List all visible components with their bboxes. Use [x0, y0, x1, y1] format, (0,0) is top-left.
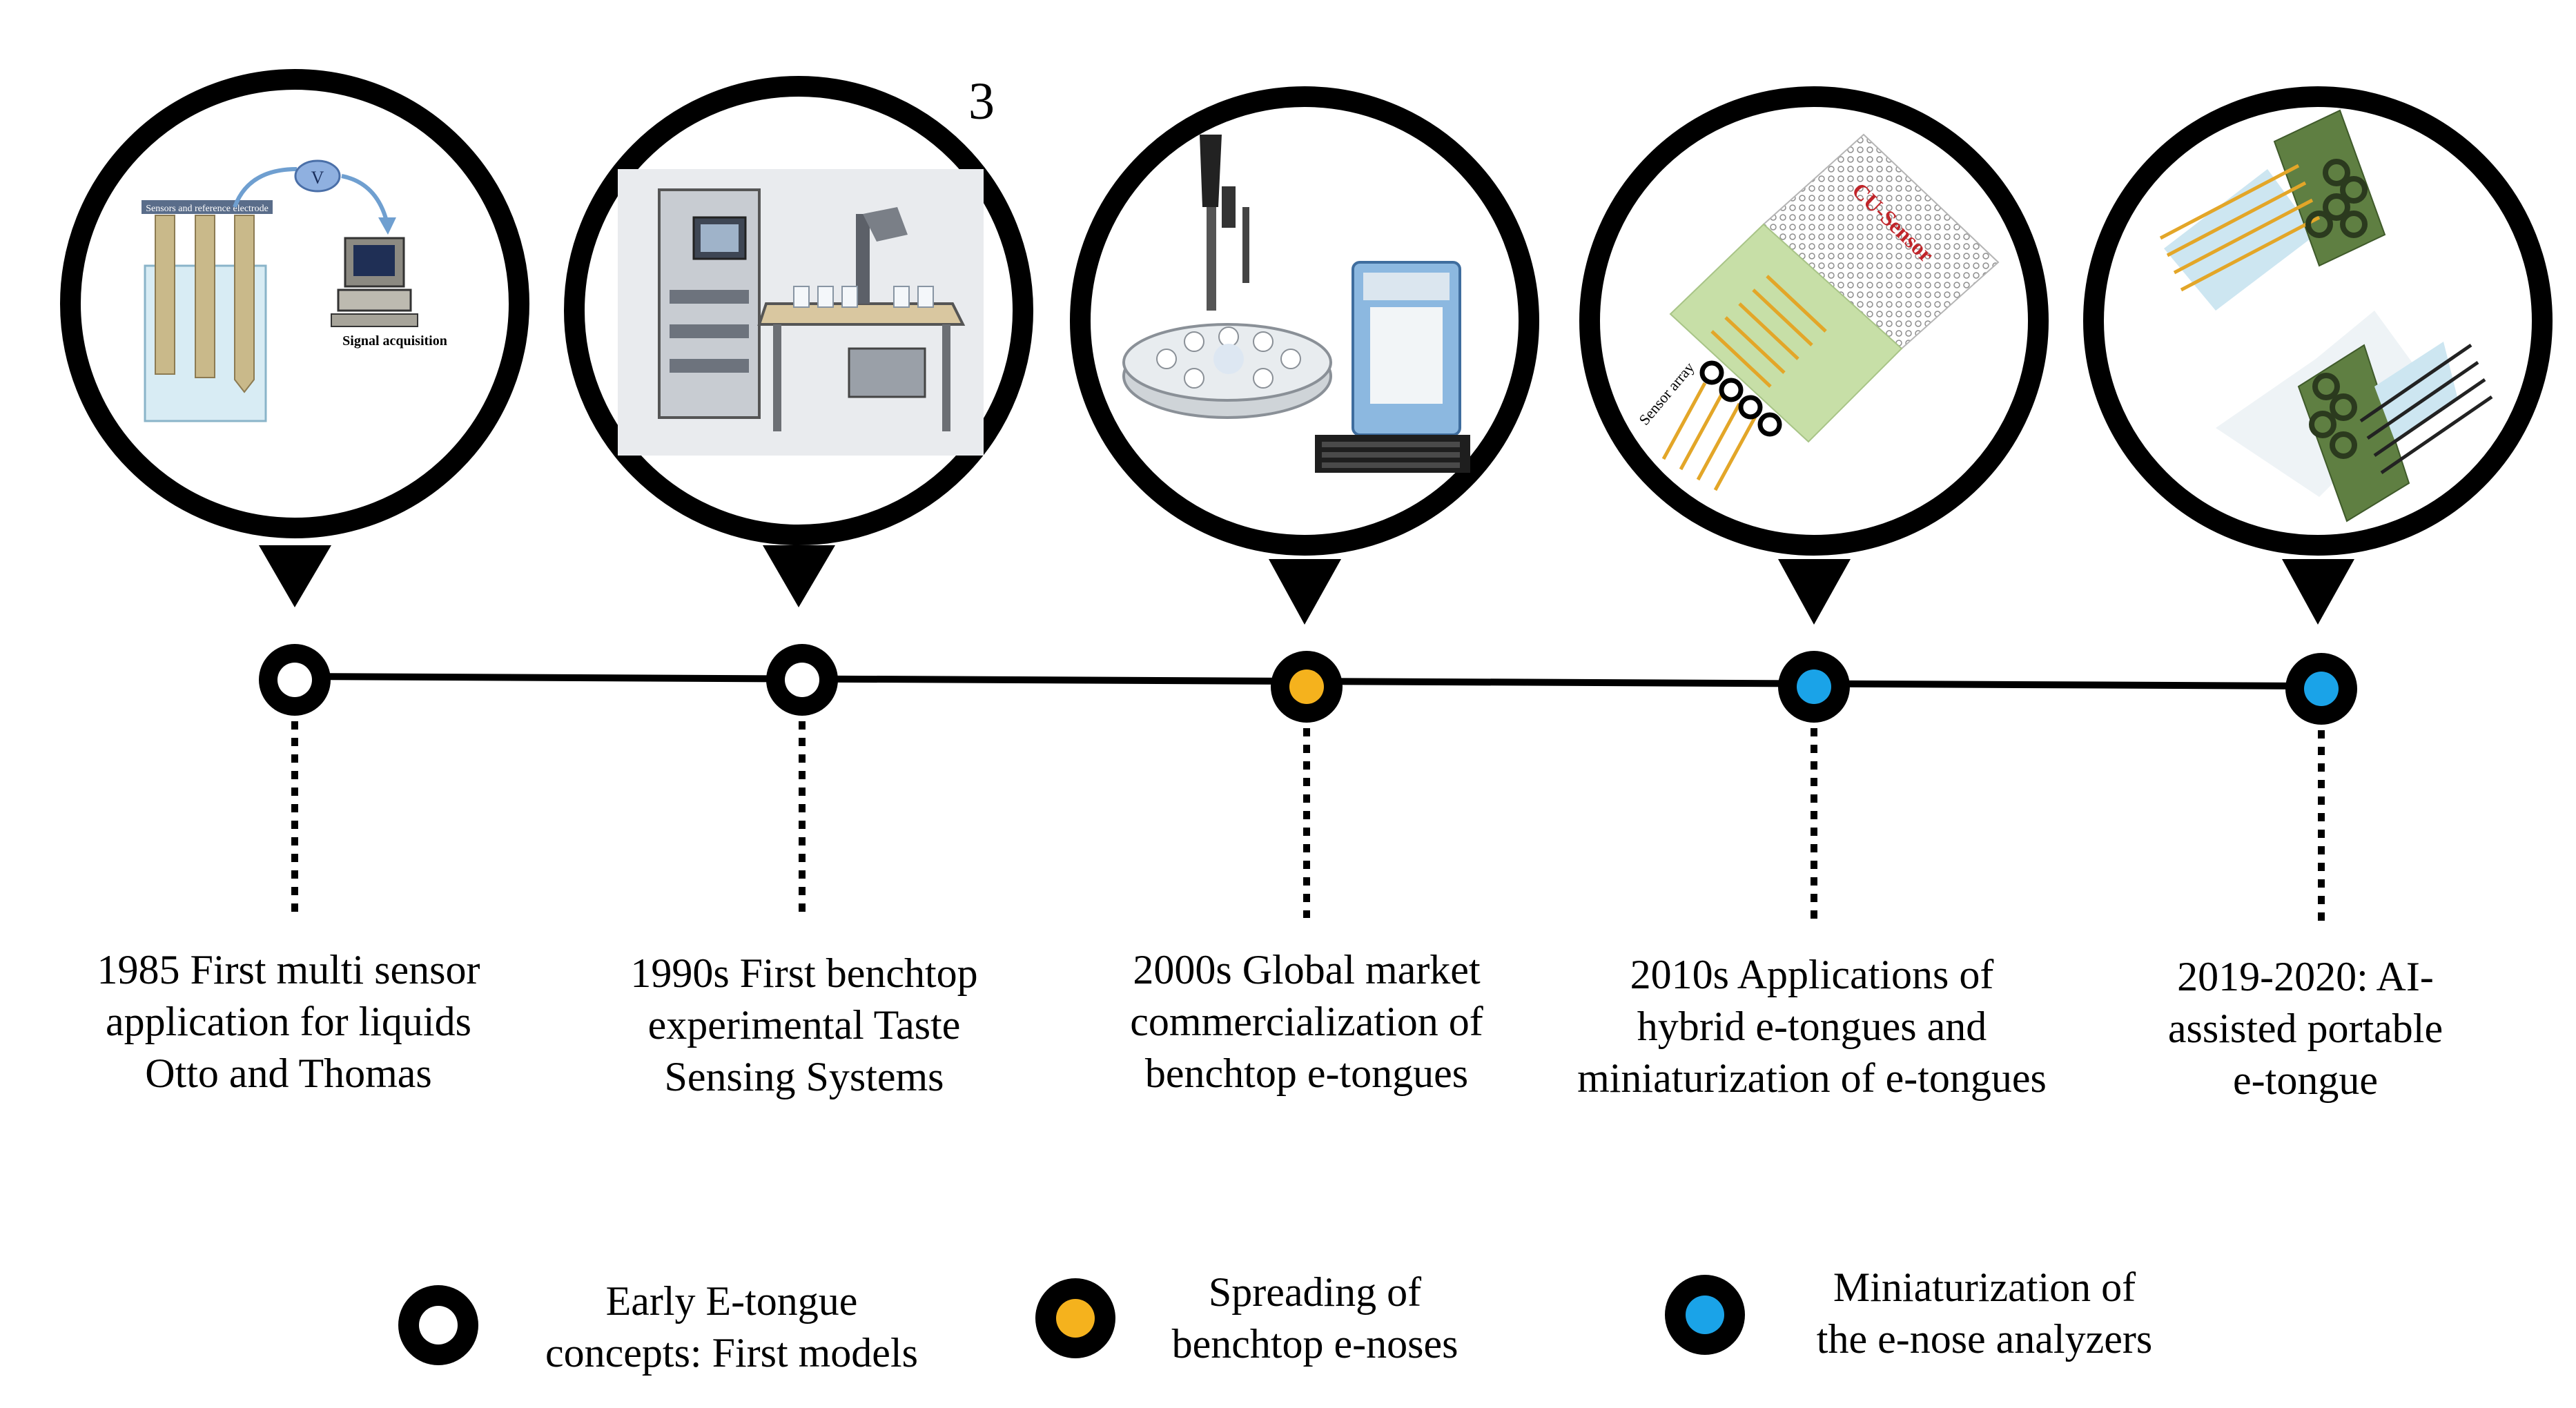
callout-pointer — [259, 545, 331, 607]
caption-line: 2000s Global market — [1133, 947, 1481, 993]
callout-pointer — [2282, 559, 2354, 625]
marker-inner-miniaturization — [1797, 669, 1831, 704]
voltage-label: V — [311, 168, 324, 188]
legend-label: Miniaturization of — [1833, 1264, 2136, 1310]
legend-label: benchtop e-noses — [1172, 1321, 1458, 1367]
legend-item-spreading: Spreading of benchtop e-noses — [1035, 1269, 1458, 1367]
legend-item-miniaturization: Miniaturization of the e-nose analyzers — [1665, 1264, 2152, 1362]
marker-inner-spreading — [1289, 669, 1324, 704]
caption-line: assisted portable — [2168, 1006, 2443, 1051]
callout-pointer — [763, 545, 835, 607]
caption-line: 2019-2020: AI- — [2177, 954, 2434, 999]
legend-marker-inner — [1056, 1299, 1095, 1338]
legend: Early E-tongue concepts: First models Sp… — [398, 1264, 2152, 1376]
caption-line: Sensing Systems — [664, 1054, 944, 1099]
caption-line: hybrid e-tongues and — [1637, 1004, 1987, 1049]
caption-line: Otto and Thomas — [145, 1050, 432, 1096]
caption-line: commercialization of — [1130, 999, 1483, 1044]
electrode-setup-illustration: Sensors and reference electrode V Signal… — [142, 159, 447, 422]
milestone-2010s: CU-Sensor Sensor array — [1577, 86, 2049, 1101]
page-number: 3 — [968, 72, 995, 130]
electrodes-label: Sensors and reference electrode — [146, 204, 269, 214]
caption-line: 2010s Applications of — [1630, 952, 1994, 997]
legend-item-early: Early E-tongue concepts: First models — [398, 1278, 918, 1376]
callout-pointer — [1778, 559, 1851, 625]
legend-marker-inner — [1686, 1295, 1724, 1334]
milestone-2019-2020: 2019-2020: AI- assisted portable e-tongu… — [2083, 86, 2553, 1103]
callout-bubble — [2083, 86, 2553, 556]
caption-line: e-tongue — [2233, 1057, 2378, 1103]
callout-bubble — [60, 69, 529, 538]
caption-line: 1985 First multi sensor — [97, 947, 480, 993]
callout-pointer — [1269, 559, 1341, 625]
marker-inner-miniaturization — [2304, 672, 2339, 706]
legend-label: the e-nose analyzers — [1817, 1316, 2152, 1362]
marker-inner-early — [277, 663, 312, 697]
milestone-2000s: 2000s Global market commercialization of… — [1070, 86, 1539, 1096]
legend-label: concepts: First models — [545, 1330, 918, 1376]
caption-line: miniaturization of e-tongues — [1577, 1055, 2047, 1101]
caption-line: 1990s First benchtop — [630, 950, 977, 996]
caption-line: experimental Taste — [648, 1002, 961, 1048]
callout-bubble — [1070, 86, 1539, 556]
caption-line: application for liquids — [106, 999, 471, 1044]
milestone-1985: Sensors and reference electrode V Signal… — [60, 69, 529, 1096]
signal-acquisition-label: Signal acquisition — [342, 333, 447, 349]
marker-inner-early — [785, 663, 819, 697]
portable-etongue-illustration — [2159, 109, 2493, 522]
caption-line: benchtop e-tongues — [1145, 1050, 1468, 1096]
legend-marker-inner — [419, 1306, 458, 1345]
benchtop-system-photo — [618, 169, 984, 456]
legend-label: Spreading of — [1209, 1269, 1421, 1315]
legend-label: Early E-tongue — [606, 1278, 858, 1324]
commercial-etongue-photo — [1122, 135, 1470, 473]
milestone-1990s: 1990s First benchtop experimental Taste … — [564, 76, 1033, 1099]
